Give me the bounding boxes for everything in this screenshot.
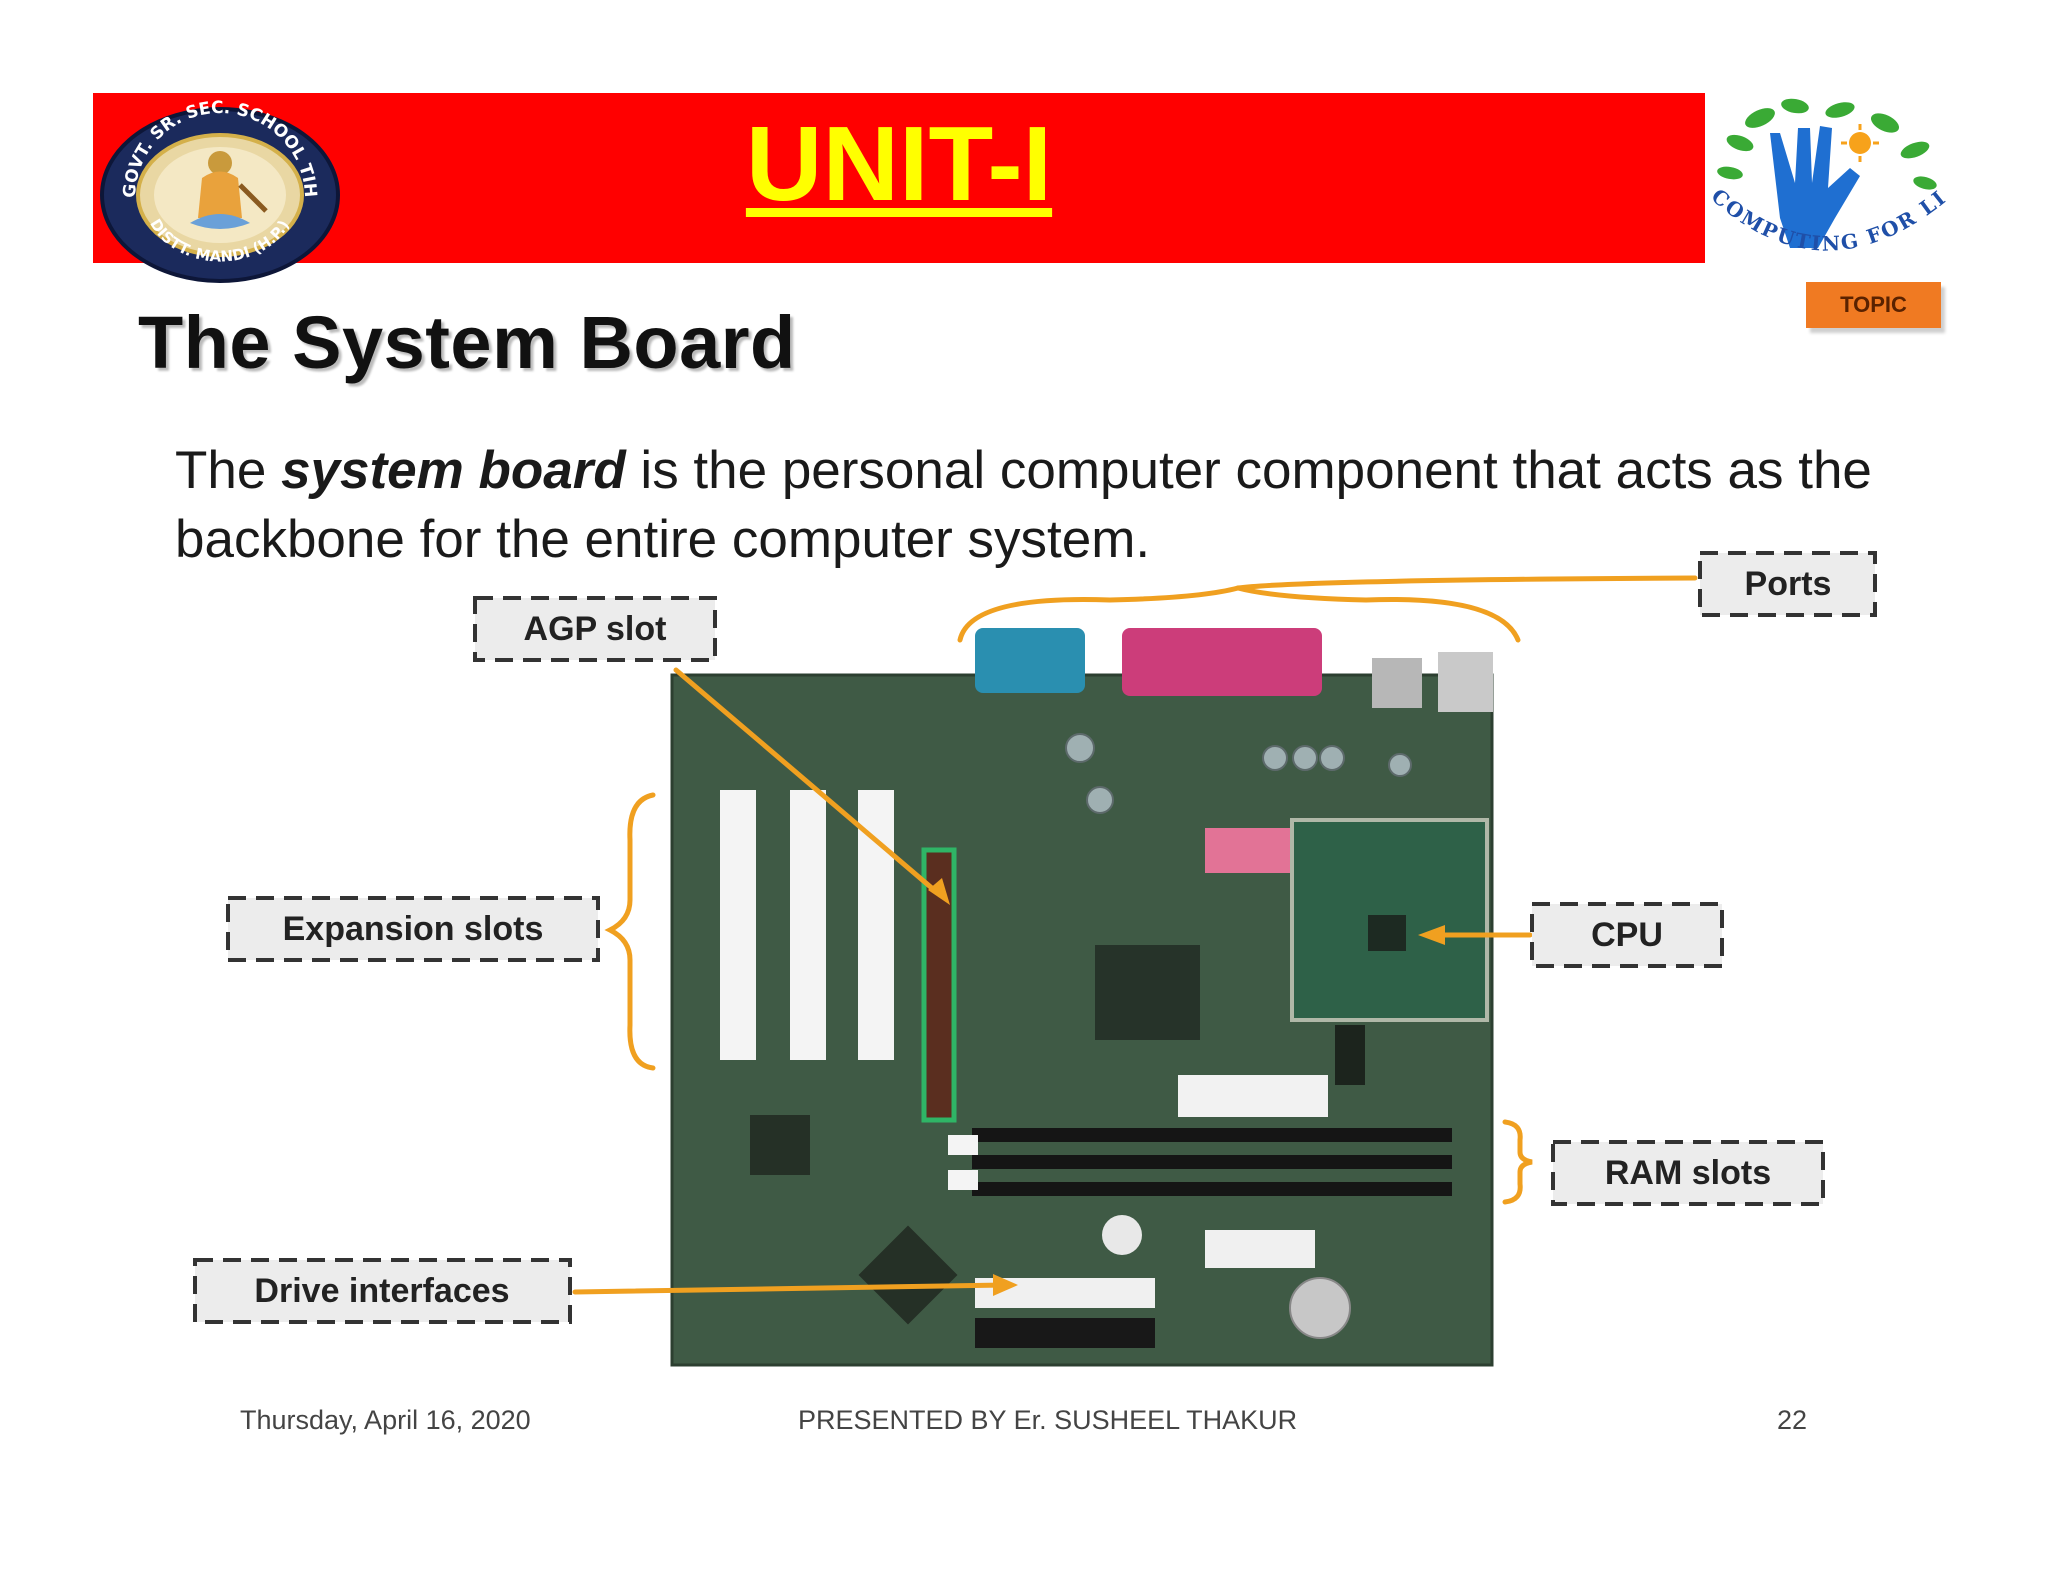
footer-presenter: PRESENTED BY Er. SUSHEEL THAKUR	[798, 1405, 1298, 1435]
drive-interfaces-label: Drive interfaces	[254, 1272, 509, 1310]
expansion-slots-callout: Expansion slots	[226, 896, 600, 962]
title-banner: UNIT-I	[93, 93, 1705, 263]
school-seal-icon: GOVT. SR. SEC. SCHOOL TIHRA DISTT. MANDI…	[90, 93, 340, 283]
cpu-callout: CPU	[1530, 902, 1724, 968]
slide-heading: The System Board	[138, 301, 796, 384]
body-text-rest: is the personal computer component that …	[175, 441, 1872, 569]
motherboard-photo-icon	[670, 628, 1494, 1367]
topic-badge[interactable]: TOPIC	[1806, 282, 1941, 328]
expansion-slots-label: Expansion slots	[283, 910, 544, 948]
agp-slot-label: AGP slot	[524, 610, 667, 648]
drive-interfaces-callout: Drive interfaces	[193, 1258, 572, 1324]
motherboard-diagram: AGP slot Ports Expansion slots CPU RAM s…	[193, 551, 1877, 1367]
cpu-label: CPU	[1591, 916, 1663, 954]
ram-slots-callout: RAM slots	[1551, 1140, 1825, 1206]
unit-title: UNIT-I	[745, 105, 1053, 223]
body-text-lead: The	[175, 441, 282, 500]
ports-callout: Ports	[1698, 551, 1877, 617]
footer-page-number: 22	[1777, 1405, 1808, 1435]
footer-date: Thursday, April 16, 2020	[240, 1405, 531, 1435]
agp-slot-callout: AGP slot	[473, 596, 717, 662]
body-text-emphasis: system board	[281, 441, 626, 500]
computing-for-life-hand-tree-icon: COMPUTING FOR LIFE	[1700, 88, 1949, 256]
ram-slots-label: RAM slots	[1605, 1154, 1771, 1192]
ports-label: Ports	[1745, 565, 1832, 603]
slide-body-text: The system board is the personal compute…	[175, 436, 1895, 574]
